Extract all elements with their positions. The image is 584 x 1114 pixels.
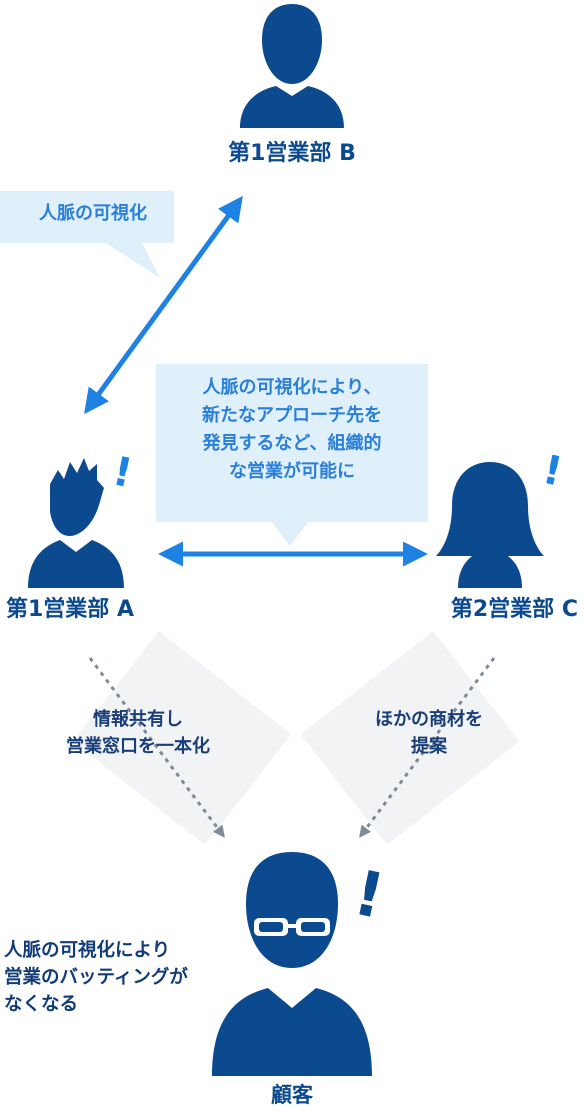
person-icon [212, 852, 372, 1076]
callout-line: 発見するなど、組織的 [202, 432, 382, 454]
note-line: 営業のバッティングが [4, 966, 188, 988]
role-label-customer: 顧客 [271, 1083, 313, 1107]
callout-organizational-text: 人脈の可視化により、 新たなアプローチ先を 発見するなど、組織的 な営業が可能に [158, 374, 426, 486]
arrow-a-b [84, 195, 243, 415]
note-line: 人脈の可視化により [4, 940, 171, 961]
person-icon [240, 4, 344, 128]
role-label-c: 第2営業部 C [450, 597, 578, 622]
role-label-a: 第1営業部 A [6, 597, 134, 622]
glasses-icon [254, 918, 330, 936]
exclamation-icon: ! [348, 856, 391, 933]
exclamation-icon: ! [539, 447, 566, 496]
role-label-b: 第1営業部 B [228, 141, 356, 166]
callout-visualize-text: 人脈の可視化 [39, 203, 147, 224]
callout-line: な営業が可能に [229, 460, 355, 482]
note-share-info: 情報共有し 営業窓口を一本化 [26, 706, 250, 760]
exclamation-icon: ! [109, 448, 136, 497]
note-no-conflict: 人脈の可視化により 営業のバッティングが なくなる [4, 938, 188, 1018]
callout-line: 人脈の可視化により、 [202, 377, 382, 398]
note-line: なくなる [4, 993, 79, 1015]
note-line: ほかの商材を [375, 709, 483, 730]
note-line: 営業窓口を一本化 [66, 736, 210, 757]
note-line: 情報共有し [93, 709, 183, 730]
note-background-left [72, 631, 292, 845]
note-propose-products: ほかの商材を 提案 [336, 706, 522, 760]
dotted-arrow-a-customer [88, 657, 225, 838]
note-line: 提案 [411, 736, 447, 757]
person-icon [436, 462, 544, 588]
dotted-arrow-c-customer [359, 657, 496, 838]
person-icon [28, 458, 124, 588]
callout-line: 新たなアプローチ先を [202, 404, 382, 426]
note-background-right [300, 631, 520, 845]
